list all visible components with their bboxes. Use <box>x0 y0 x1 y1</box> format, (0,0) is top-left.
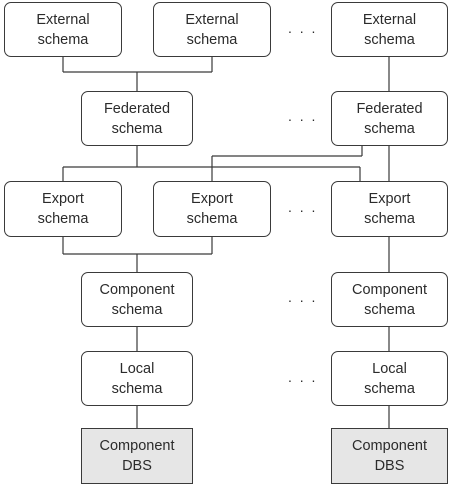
federated-schema-1-label: Federated schema <box>103 100 171 137</box>
component-schema-2: Component schema <box>331 272 448 327</box>
ellipsis-local: . . . <box>288 369 318 385</box>
export-schema-2-label: Export schema <box>186 191 238 227</box>
local-schema-1-label: Local schema <box>111 360 163 397</box>
component-dbs-2-label: Component DBS <box>352 438 427 474</box>
external-schema-3: External schema <box>331 2 448 57</box>
federated-schema-2: Federated schema <box>331 91 448 146</box>
export-schema-1-label: Export schema <box>37 191 89 227</box>
export-schema-3-label: Export schema <box>364 191 415 227</box>
export-schema-1: Export schema <box>4 181 122 237</box>
component-dbs-2: Component DBS <box>331 428 448 484</box>
local-schema-2: Local schema <box>331 351 448 406</box>
federated-schema-1: Federated schema <box>81 91 193 146</box>
external-schema-1: External schema <box>4 2 122 57</box>
component-schema-2-label: Component schema <box>352 281 427 318</box>
local-schema-2-label: Local schema <box>364 360 415 397</box>
ellipsis-federated: . . . <box>288 108 318 124</box>
local-schema-1: Local schema <box>81 351 193 406</box>
federated-schema-2-label: Federated schema <box>356 100 423 137</box>
component-schema-1: Component schema <box>81 272 193 327</box>
export-schema-2: Export schema <box>153 181 271 237</box>
external-schema-2: External schema <box>153 2 271 57</box>
export-schema-3: Export schema <box>331 181 448 237</box>
component-schema-1-label: Component schema <box>99 281 175 318</box>
ellipsis-component: . . . <box>288 289 318 305</box>
component-dbs-1: Component DBS <box>81 428 193 484</box>
external-schema-1-label: External schema <box>36 11 90 48</box>
external-schema-3-label: External schema <box>362 11 417 48</box>
component-dbs-1-label: Component DBS <box>99 438 175 474</box>
external-schema-2-label: External schema <box>185 11 239 48</box>
ellipsis-external: . . . <box>288 20 318 36</box>
ellipsis-export: . . . <box>288 199 318 215</box>
